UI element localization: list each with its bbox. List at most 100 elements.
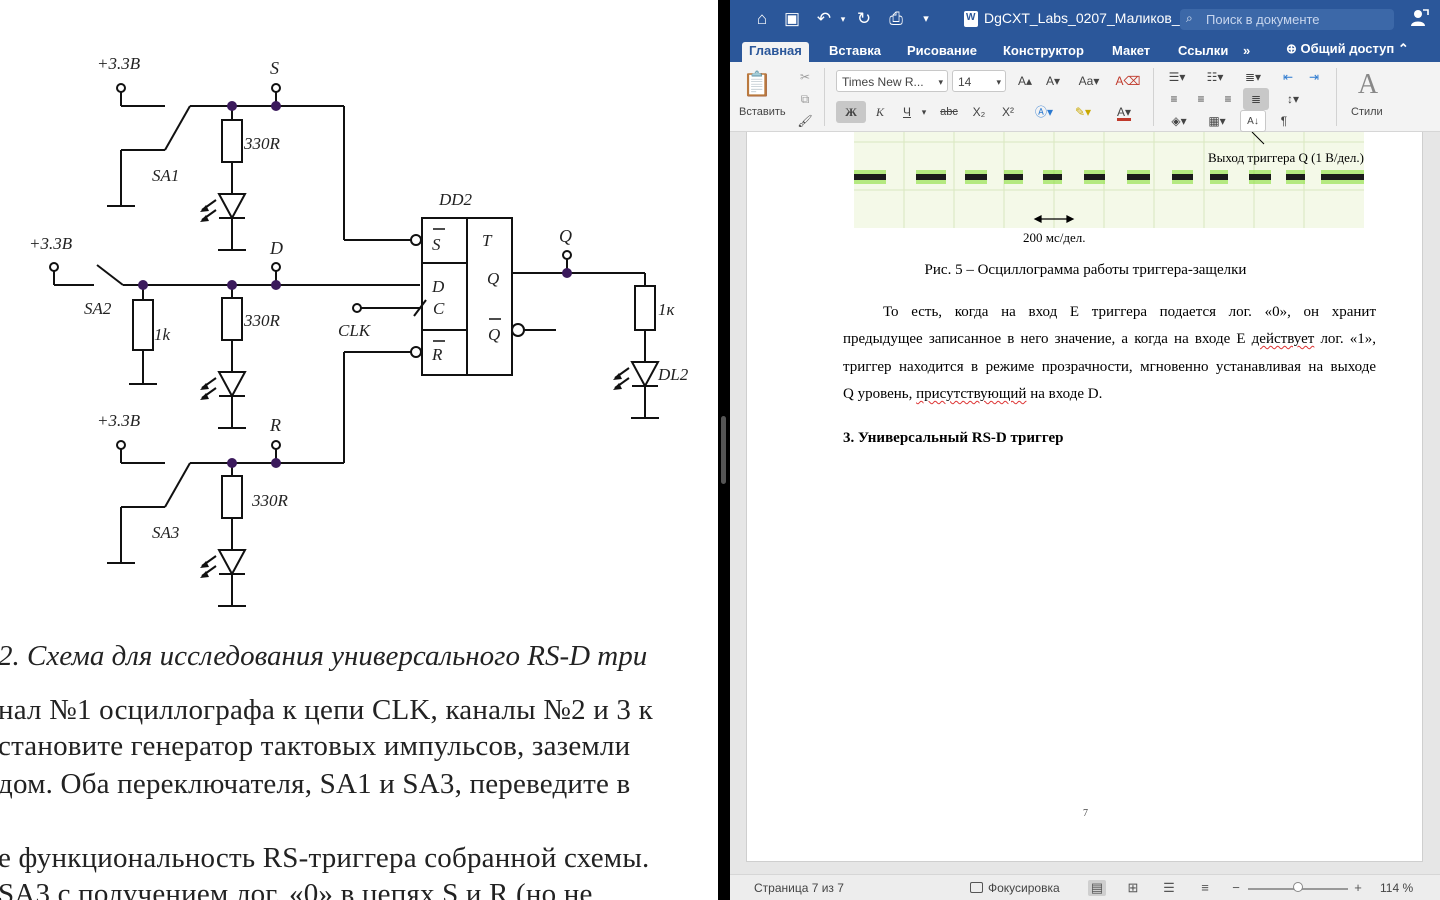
bold-button[interactable]: Ж	[836, 101, 866, 123]
copy-icon[interactable]: ⧉	[800, 92, 810, 106]
justify-icon[interactable]: ≣	[1243, 88, 1269, 110]
sa3-label: SA3	[152, 523, 179, 542]
paste-icon[interactable]: 📋	[742, 71, 772, 98]
more-tabs-icon[interactable]: »	[1243, 43, 1251, 58]
scope-trace-segment	[1210, 174, 1228, 180]
tab-design[interactable]: Конструктор	[1003, 43, 1084, 58]
pin-qbar: Q	[488, 325, 500, 344]
tab-insert[interactable]: Вставка	[829, 43, 881, 58]
tab-layout[interactable]: Макет	[1112, 43, 1151, 58]
font-color-icon[interactable]: A▾	[1116, 105, 1132, 119]
font-size-value: 14	[958, 75, 972, 89]
ribbon-separator	[1153, 68, 1154, 126]
save-icon[interactable]: ▣	[783, 9, 801, 28]
search-box[interactable]: ⌕ Поиск в документе	[1180, 9, 1394, 30]
scope-trace-segment	[1286, 174, 1305, 180]
decrease-indent-icon[interactable]: ⇤	[1282, 70, 1294, 84]
borders-icon[interactable]: ▦▾	[1208, 114, 1226, 128]
outline-view-icon[interactable]: ☰	[1163, 880, 1175, 895]
shrink-font-icon[interactable]: A▾	[1045, 74, 1061, 88]
status-bar: Страница 7 из 7 Фокусировка ▤ ⊞ ☰ ≡ − + …	[730, 874, 1440, 900]
share-button[interactable]: ⊕ Общий доступ ⌃	[1286, 41, 1409, 57]
sa2-label: SA2	[84, 299, 112, 318]
paragraph-line-3: триггер находится в режиме прозрачности,…	[843, 359, 1376, 375]
customize-toolbar-icon[interactable]: ▾	[923, 13, 929, 25]
instruction-line-4: е функциональность RS-триггера собранной…	[0, 842, 650, 874]
document-canvas[interactable]: Выход триггера Q (1 В/дел.) 200 мс/дел. …	[730, 132, 1440, 874]
superscript-button[interactable]: X²	[1002, 105, 1014, 119]
text-effects-icon[interactable]: Ⓐ▾	[1034, 105, 1054, 119]
italic-button[interactable]: К	[876, 105, 884, 119]
draft-view-icon[interactable]: ≡	[1201, 880, 1209, 895]
bullets-icon[interactable]: ☰▾	[1168, 70, 1186, 84]
strikethrough-button[interactable]: abc	[940, 106, 958, 118]
undo-dropdown-icon[interactable]: ▾	[840, 14, 846, 24]
highlight-icon[interactable]: ✎▾	[1074, 105, 1092, 119]
format-painter-icon[interactable]: 🖌	[797, 114, 813, 128]
scope-trace-segment	[1249, 174, 1271, 180]
zoom-level[interactable]: 114 %	[1380, 881, 1414, 895]
underline-dropdown-icon[interactable]: ▾	[921, 107, 927, 117]
spelling-flag[interactable]: присутствующий	[916, 386, 1027, 402]
scope-trace-segment	[854, 174, 886, 180]
spelling-flag[interactable]: действует	[1251, 331, 1315, 347]
clear-formatting-icon[interactable]: A⌫	[1115, 74, 1141, 88]
junction-dot	[227, 280, 237, 290]
reference-document-pane: +3.3В S 330R SA1 DD2 +3.3В D Q SA2 1k 33…	[0, 0, 718, 900]
split-view-divider[interactable]	[718, 0, 730, 900]
divider-handle[interactable]	[721, 416, 726, 484]
scope-trace-segment	[916, 174, 946, 180]
change-case-icon[interactable]: Aa▾	[1078, 74, 1100, 88]
search-icon: ⌕	[1186, 11, 1193, 25]
zoom-slider-thumb[interactable]	[1293, 882, 1303, 892]
web-layout-icon[interactable]: ⊞	[1127, 880, 1139, 895]
styles-icon[interactable]: A	[1357, 69, 1379, 100]
search-input[interactable]: Поиск в документе	[1206, 12, 1320, 27]
paragraph-line-2: предыдущее записанное в него значение, а…	[843, 331, 1376, 348]
ribbon-home: 📋 Вставить ✂ ⧉ 🖌 Times New R...▾ 14▾ A▴ …	[730, 62, 1440, 132]
pin-c: C	[433, 299, 445, 318]
font-name-select[interactable]: Times New R...▾	[836, 70, 948, 92]
tab-references[interactable]: Ссылки	[1178, 43, 1229, 58]
d-label: D	[269, 238, 283, 258]
multilevel-list-icon[interactable]: ≣▾	[1244, 70, 1262, 84]
tab-home[interactable]: Главная	[742, 42, 809, 62]
increase-indent-icon[interactable]: ⇥	[1308, 70, 1320, 84]
align-right-icon[interactable]: ≡	[1224, 92, 1232, 106]
underline-button[interactable]: Ч	[903, 105, 911, 119]
zoom-in-icon[interactable]: +	[1354, 880, 1362, 895]
zoom-out-icon[interactable]: −	[1232, 880, 1240, 895]
align-center-icon[interactable]: ≡	[1197, 92, 1205, 106]
print-icon[interactable]: ⎙	[889, 9, 903, 28]
redo-icon[interactable]: ↻	[856, 9, 872, 28]
pin-q: Q	[487, 269, 499, 288]
title-bar: ⌂ ▣ ↶ ▾ ↻ ⎙ ▾ DgCXT_Labs_0207_Маликов_2 …	[730, 0, 1440, 38]
cut-icon[interactable]: ✂	[799, 70, 811, 84]
line-spacing-icon[interactable]: ↕▾	[1286, 92, 1300, 106]
ribbon-separator	[1336, 68, 1337, 126]
subscript-button[interactable]: X₂	[972, 105, 986, 119]
tab-draw[interactable]: Рисование	[907, 43, 977, 58]
paste-label[interactable]: Вставить	[739, 106, 786, 118]
focus-mode-button[interactable]: Фокусировка	[988, 881, 1060, 895]
print-layout-icon[interactable]: ▤	[1088, 880, 1106, 896]
supply-label-3: +3.3В	[97, 411, 141, 430]
shading-icon[interactable]: ◈▾	[1171, 114, 1187, 128]
font-size-select[interactable]: 14▾	[952, 70, 1006, 92]
sort-icon[interactable]: A↓	[1240, 110, 1266, 132]
document-page[interactable]: Выход триггера Q (1 В/дел.) 200 мс/дел. …	[746, 132, 1423, 862]
supply-label-2: +3.3В	[29, 234, 73, 253]
undo-icon[interactable]: ↶	[816, 9, 832, 28]
paragraph-text: предыдущее записанное в него значение, а…	[843, 331, 1246, 347]
align-left-icon[interactable]: ≡	[1170, 92, 1178, 106]
collapse-ribbon-icon[interactable]: ⌃	[1394, 41, 1409, 56]
home-icon[interactable]: ⌂	[756, 9, 768, 28]
page-indicator[interactable]: Страница 7 из 7	[754, 881, 844, 895]
numbering-icon[interactable]: ☷▾	[1206, 70, 1224, 84]
styles-label[interactable]: Стили	[1351, 106, 1383, 118]
grow-font-icon[interactable]: A▴	[1017, 74, 1033, 88]
instruction-line-1: нал №1 осциллографа к цепи CLK, каналы №…	[0, 694, 653, 726]
account-icon[interactable]	[1410, 9, 1432, 29]
r1k-out-label: 1к	[658, 300, 676, 319]
show-paragraph-marks-icon[interactable]: ¶	[1280, 114, 1288, 128]
